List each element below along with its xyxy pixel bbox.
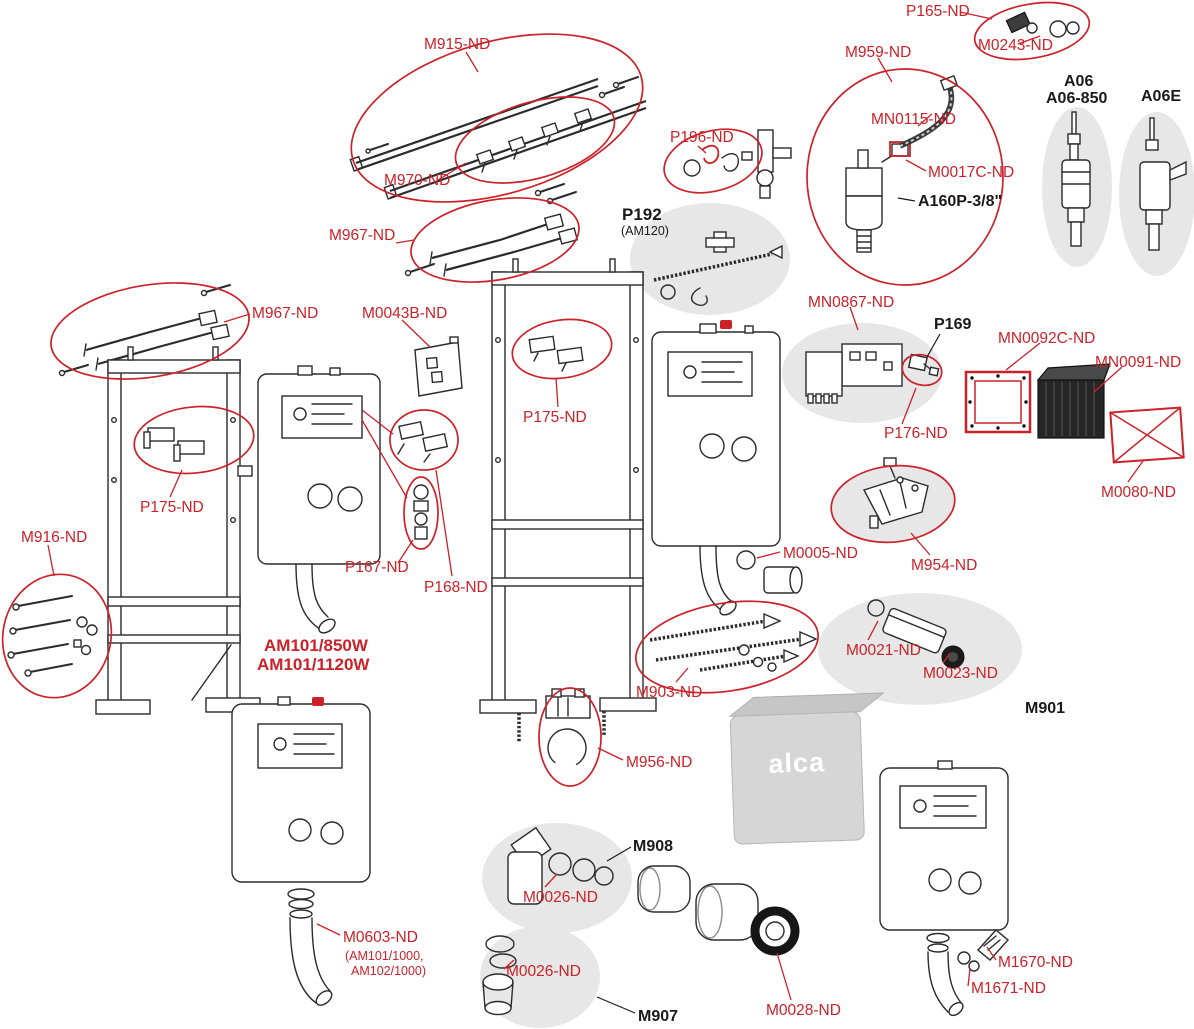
label-m0043b-nd: M0043B-ND bbox=[362, 305, 448, 322]
hooks-p196 bbox=[683, 144, 753, 177]
seal-m0005 bbox=[736, 550, 803, 594]
frame-mn0092c bbox=[964, 370, 1032, 434]
label-m0603-variant1: (AM101/1000, bbox=[345, 949, 424, 963]
rod-set-p192 bbox=[653, 231, 783, 306]
brackets-p175-left bbox=[143, 427, 205, 462]
valve-a06e bbox=[1139, 117, 1187, 251]
label-m0026-nd-lower: M0026-ND bbox=[506, 963, 581, 980]
highlight-ellipses bbox=[1, 1, 1091, 787]
label-p192-variant: (AM120) bbox=[621, 224, 669, 238]
cistern-am101 bbox=[257, 365, 381, 634]
frame-center bbox=[479, 258, 657, 742]
label-m970-nd: M970-ND bbox=[384, 172, 451, 189]
clamp-m956 bbox=[545, 688, 591, 768]
braided-hose-mn0115 bbox=[898, 87, 955, 149]
red-cap bbox=[720, 320, 732, 329]
label-m1671-nd: M1671-ND bbox=[971, 980, 1046, 997]
fill-valve-m959 bbox=[845, 75, 959, 253]
label-m0005-nd: M0005-ND bbox=[783, 545, 858, 562]
sleeves-and-seal bbox=[637, 865, 800, 956]
label-m901: M901 bbox=[1025, 700, 1066, 717]
label-m959-nd: M959-ND bbox=[845, 44, 912, 61]
label-m916-nd: M916-ND bbox=[21, 529, 88, 546]
bracket-p169 bbox=[907, 353, 940, 377]
label-a160p: A160P-3/8" bbox=[918, 193, 1003, 210]
label-a06e: A06E bbox=[1141, 88, 1182, 105]
label-m0017c-nd: M0017C-ND bbox=[928, 164, 1015, 181]
label-m1670-nd: M1670-ND bbox=[998, 954, 1073, 971]
label-m0023-nd: M0023-ND bbox=[923, 665, 998, 682]
cistern-bottom-left bbox=[231, 696, 371, 1006]
connector-m1670 bbox=[957, 929, 1010, 972]
bracket-m954 bbox=[862, 457, 929, 529]
label-p168-nd: P168-ND bbox=[424, 579, 488, 596]
screw-set-m916 bbox=[7, 595, 98, 677]
label-m0028-nd: M0028-ND bbox=[766, 1002, 841, 1019]
label-m0243-nd: M0243-ND bbox=[978, 37, 1053, 54]
label-a06: A06 bbox=[1064, 73, 1094, 90]
label-am101-1120w: AM101/1120W bbox=[257, 655, 370, 674]
seal-ring-m0028 bbox=[750, 906, 800, 956]
label-m967-nd-left: M967-ND bbox=[252, 305, 319, 322]
rod-set-m967-top bbox=[404, 183, 579, 277]
rods-m903 bbox=[649, 612, 818, 672]
valve-a06 bbox=[1061, 111, 1091, 247]
label-mn0092c-nd: MN0092C-ND bbox=[998, 330, 1096, 347]
label-m0021-nd: M0021-ND bbox=[846, 642, 921, 659]
elbow-set-m908 bbox=[507, 826, 614, 905]
label-m956-nd: M956-ND bbox=[626, 754, 693, 771]
label-p175-nd-left: P175-ND bbox=[140, 499, 204, 516]
parts-p165 bbox=[1005, 11, 1080, 38]
cistern-center bbox=[651, 320, 781, 616]
brackets-p168 bbox=[397, 421, 449, 463]
label-p175-nd-right: P175-ND bbox=[523, 409, 587, 426]
frame-left bbox=[95, 346, 261, 715]
label-m908: M908 bbox=[633, 838, 674, 855]
label-p176-nd: P176-ND bbox=[884, 425, 948, 442]
alca-box: alca bbox=[728, 692, 885, 845]
rail-clamps-m970 bbox=[475, 108, 593, 173]
label-m915-nd: M915-ND bbox=[424, 36, 491, 53]
label-p196-nd: P196-ND bbox=[670, 129, 734, 146]
label-p165-nd: P165-ND bbox=[906, 3, 970, 20]
inlet-valve bbox=[756, 129, 792, 199]
plate-m0043b bbox=[414, 336, 463, 397]
plate-m0080 bbox=[1109, 406, 1185, 464]
label-p169: P169 bbox=[934, 316, 972, 333]
label-p167-nd: P167-ND bbox=[345, 559, 409, 576]
fittings-p167 bbox=[413, 484, 429, 540]
plates-mn0867 bbox=[805, 343, 903, 404]
label-m954-nd: M954-ND bbox=[911, 557, 978, 574]
gasket-set-m907 bbox=[482, 935, 517, 1016]
label-m967-nd-top: M967-ND bbox=[329, 227, 396, 244]
label-mn0091-nd: MN0091-ND bbox=[1095, 354, 1182, 371]
leader-lines bbox=[47, 11, 1144, 1014]
pipe-set-m901 bbox=[867, 599, 965, 669]
label-am101-850w: AM101/850W bbox=[264, 636, 368, 655]
label-m0026-nd-upper: M0026-ND bbox=[523, 889, 598, 906]
label-a06-850: A06-850 bbox=[1046, 90, 1108, 107]
label-mn0115-nd: MN0115-ND bbox=[871, 111, 956, 128]
label-m907: M907 bbox=[638, 1008, 679, 1025]
label-p192: P192 bbox=[622, 205, 662, 224]
label-m0080-nd: M0080-ND bbox=[1101, 484, 1176, 501]
brackets-p175-right bbox=[528, 335, 584, 372]
label-mn0867-nd: MN0867-ND bbox=[808, 294, 895, 311]
label-m903-nd: M903-ND bbox=[636, 684, 703, 701]
alca-logo: alca bbox=[768, 747, 826, 779]
label-m0603-nd: M0603-ND bbox=[343, 929, 418, 946]
cistern-bottom-right bbox=[879, 760, 1009, 1017]
red-cap bbox=[312, 697, 324, 706]
box-mn0091 bbox=[1036, 363, 1111, 439]
label-m0603-variant2: AM102/1000) bbox=[351, 964, 427, 978]
